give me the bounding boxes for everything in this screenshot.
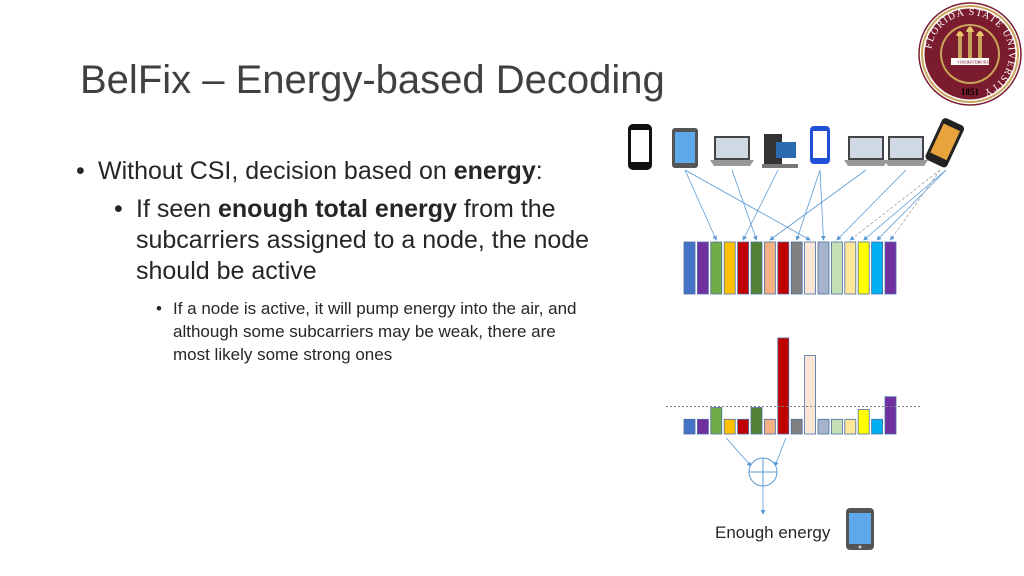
subcarrier-bar [871,241,884,295]
assignment-arrow [876,169,947,241]
bullet1-bold: energy [453,157,536,185]
subcarrier-bar [777,241,790,295]
subcarrier-bar [830,241,843,295]
bullet2-post: from the subcarriers assigned to a node,… [136,195,590,285]
university-seal: FLORIDA STATE UNIVERSITY VIRES ARTES MOR… [918,2,1022,106]
energy-bar [750,407,763,435]
energy-bar [804,355,817,435]
energy-bar [697,418,709,435]
smartphone-icon [925,118,965,168]
subcarrier-bar [737,241,750,295]
energy-bar [737,418,750,435]
energy-bar [723,418,736,435]
bullet-level3: If a node is active, it will pump energy… [76,297,583,366]
seal-year: 1851 [961,87,980,97]
assignment-arrow [836,169,907,241]
subcarrier-bar [683,241,696,295]
subcarrier-bar [817,241,830,295]
energy-decoding-diagram [628,118,965,550]
energy-bar [830,418,843,435]
energy-bar [844,418,857,435]
subcarrier-bar [790,241,803,295]
laptop-icon [710,136,754,166]
torch-icon [956,26,984,58]
bullet1-tail: : [535,157,543,185]
bullet-level2: If seen enough total energy from the sub… [76,194,596,287]
assignment-arrow-dashed [849,169,941,241]
subcarrier-bar [723,241,736,295]
assignment-arrow [742,169,779,241]
laptop-icon [884,136,928,166]
energy-bar [710,407,723,435]
assignment-arrow [731,169,758,241]
bullet2-bold: enough total energy [218,195,457,223]
assignment-arrow [684,169,811,241]
energy-bar [884,396,897,435]
energy-bar [777,337,790,435]
enough-energy-label: Enough energy [715,523,831,542]
subcarrier-bar [844,241,857,295]
desktop-icon [762,134,798,168]
energy-bar [763,418,776,435]
bullet1-text: Without CSI, decision based on [98,157,454,185]
assignment-arrow [684,169,717,241]
assignment-arrow [819,169,826,241]
assignment-arrow [769,169,867,241]
assignment-arrow [795,169,821,241]
subcarrier-bar [857,241,870,295]
energy-bar [857,409,870,435]
energy-bar [817,418,830,435]
tablet-icon [672,128,698,168]
result-tablet-icon [846,508,874,550]
seal-motto-2: ARTES [967,60,981,65]
subcarrier-bar [763,241,776,295]
laptop-icon [844,136,888,166]
assignment-arrow [863,169,947,241]
seal-motto-3: MORES [977,60,992,65]
energy-bar [683,418,696,435]
energy-bar [790,418,803,435]
bullet-list: Without CSI, decision based on energy: I… [76,156,596,366]
energy-bar [871,418,884,435]
sum-arrow-right [774,437,787,467]
bullet2-pre: If seen [136,195,218,223]
phone-blue-icon [810,126,830,164]
subcarrier-bar [804,241,817,295]
subcarrier-bar [750,241,763,295]
seal-motto-1: VIRES [957,60,970,65]
page-title: BelFix – Energy-based Decoding [80,58,665,102]
phone-icon [628,124,652,170]
subcarrier-bar [884,241,897,295]
subcarrier-bar [710,241,723,295]
subcarrier-bar [697,241,709,295]
sum-arrow-left [725,437,752,467]
assignment-arrow-dashed [890,169,941,241]
bullet-level1: Without CSI, decision based on energy: [76,156,596,187]
